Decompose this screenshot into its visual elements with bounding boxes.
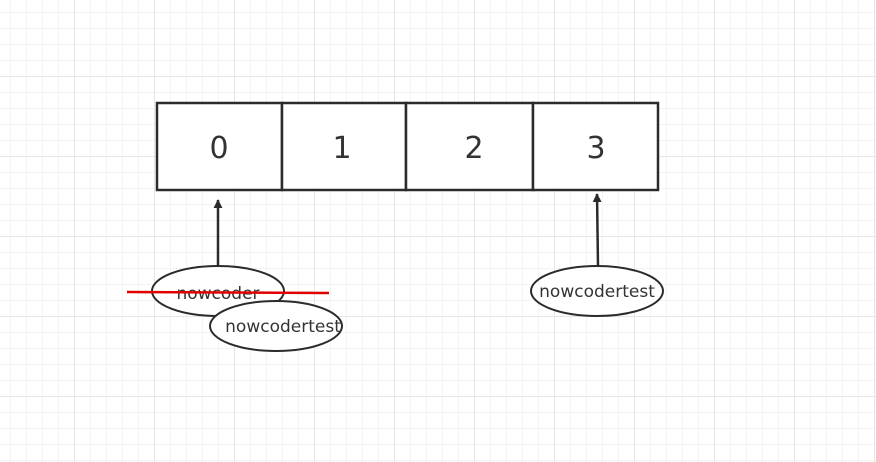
old-reference-label: nowcoder	[176, 284, 259, 304]
array-cell-label: 3	[586, 131, 605, 166]
array-cell-1: 1	[280, 101, 408, 192]
new-reference-node: nowcodertest	[209, 300, 343, 352]
appended-element-label: nowcodertest	[539, 282, 655, 302]
strikethrough-line	[126, 290, 330, 295]
array-cell-label: 2	[464, 131, 483, 166]
appended-element-node: nowcodertest	[530, 265, 664, 317]
new-reference-label: nowcodertest	[225, 317, 341, 337]
reference-arrow-to-cell-3	[592, 193, 602, 267]
array: 0 1 2 3	[155, 101, 660, 192]
array-cell-3: 3	[531, 101, 660, 192]
array-cell-label: 0	[209, 131, 228, 166]
array-cell-label: 1	[332, 131, 351, 166]
array-cell-2: 2	[404, 101, 535, 192]
array-cell-0: 0	[155, 101, 284, 192]
